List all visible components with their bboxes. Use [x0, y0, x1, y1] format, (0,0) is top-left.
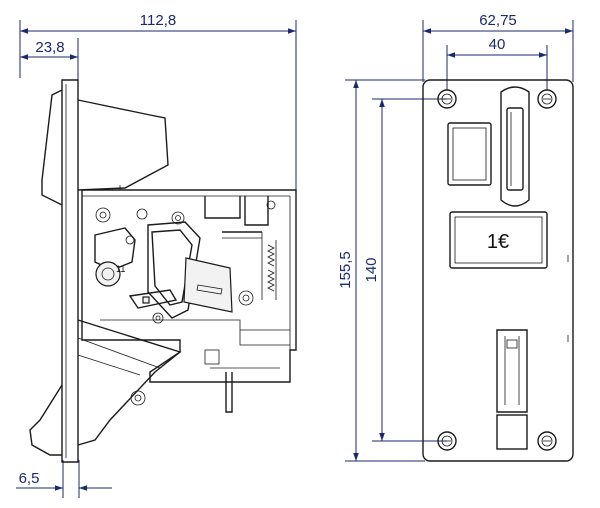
- bottom-pin: [225, 372, 233, 413]
- dimension-40: 40: [446, 36, 548, 90]
- dimension-112-8: 112,8: [19, 12, 297, 190]
- dimension-155-5: 155,5: [337, 79, 425, 462]
- dimension-6-5: 6,5: [16, 460, 112, 498]
- dim-label-6-5: 6,5: [19, 470, 40, 487]
- dim-label-112-8: 112,8: [140, 12, 176, 29]
- front-plate: [422, 79, 574, 462]
- main-body: [81, 189, 297, 383]
- coin-return-slot: [496, 329, 528, 450]
- screw-bottom-left: [437, 431, 457, 451]
- dim-label-140: 140: [363, 257, 380, 282]
- dimension-23-8: 23,8: [20, 38, 79, 80]
- side-bezel: [61, 79, 79, 463]
- dim-label-40: 40: [489, 36, 506, 53]
- dim-label-62-75: 62,75: [479, 12, 517, 29]
- solenoid-coil: [95, 261, 121, 287]
- screw-top-right: [537, 89, 557, 109]
- part-number-label: 11: [116, 264, 125, 274]
- spring-upper: [267, 244, 275, 267]
- coin-return-housing: [29, 384, 63, 456]
- sorter-block: [183, 257, 233, 313]
- spring-lower: [267, 269, 275, 292]
- coin-entry-housing: [41, 89, 63, 206]
- dimension-140: 140: [363, 98, 447, 442]
- dim-label-155-5: 155,5: [337, 251, 354, 289]
- screw-bottom-right: [537, 431, 557, 451]
- price-label: 1€: [449, 211, 548, 269]
- lever-arm: [147, 221, 201, 319]
- coin-insert-slot: [500, 86, 530, 207]
- screw-top-left: [437, 89, 457, 109]
- coin-value-text: 1€: [487, 231, 509, 253]
- front-view: 1€: [422, 79, 574, 462]
- side-view: 11: [29, 79, 297, 463]
- dim-label-23-8: 23,8: [35, 39, 64, 56]
- dimension-62-75: 62,75: [422, 12, 574, 82]
- reject-button: [447, 122, 492, 186]
